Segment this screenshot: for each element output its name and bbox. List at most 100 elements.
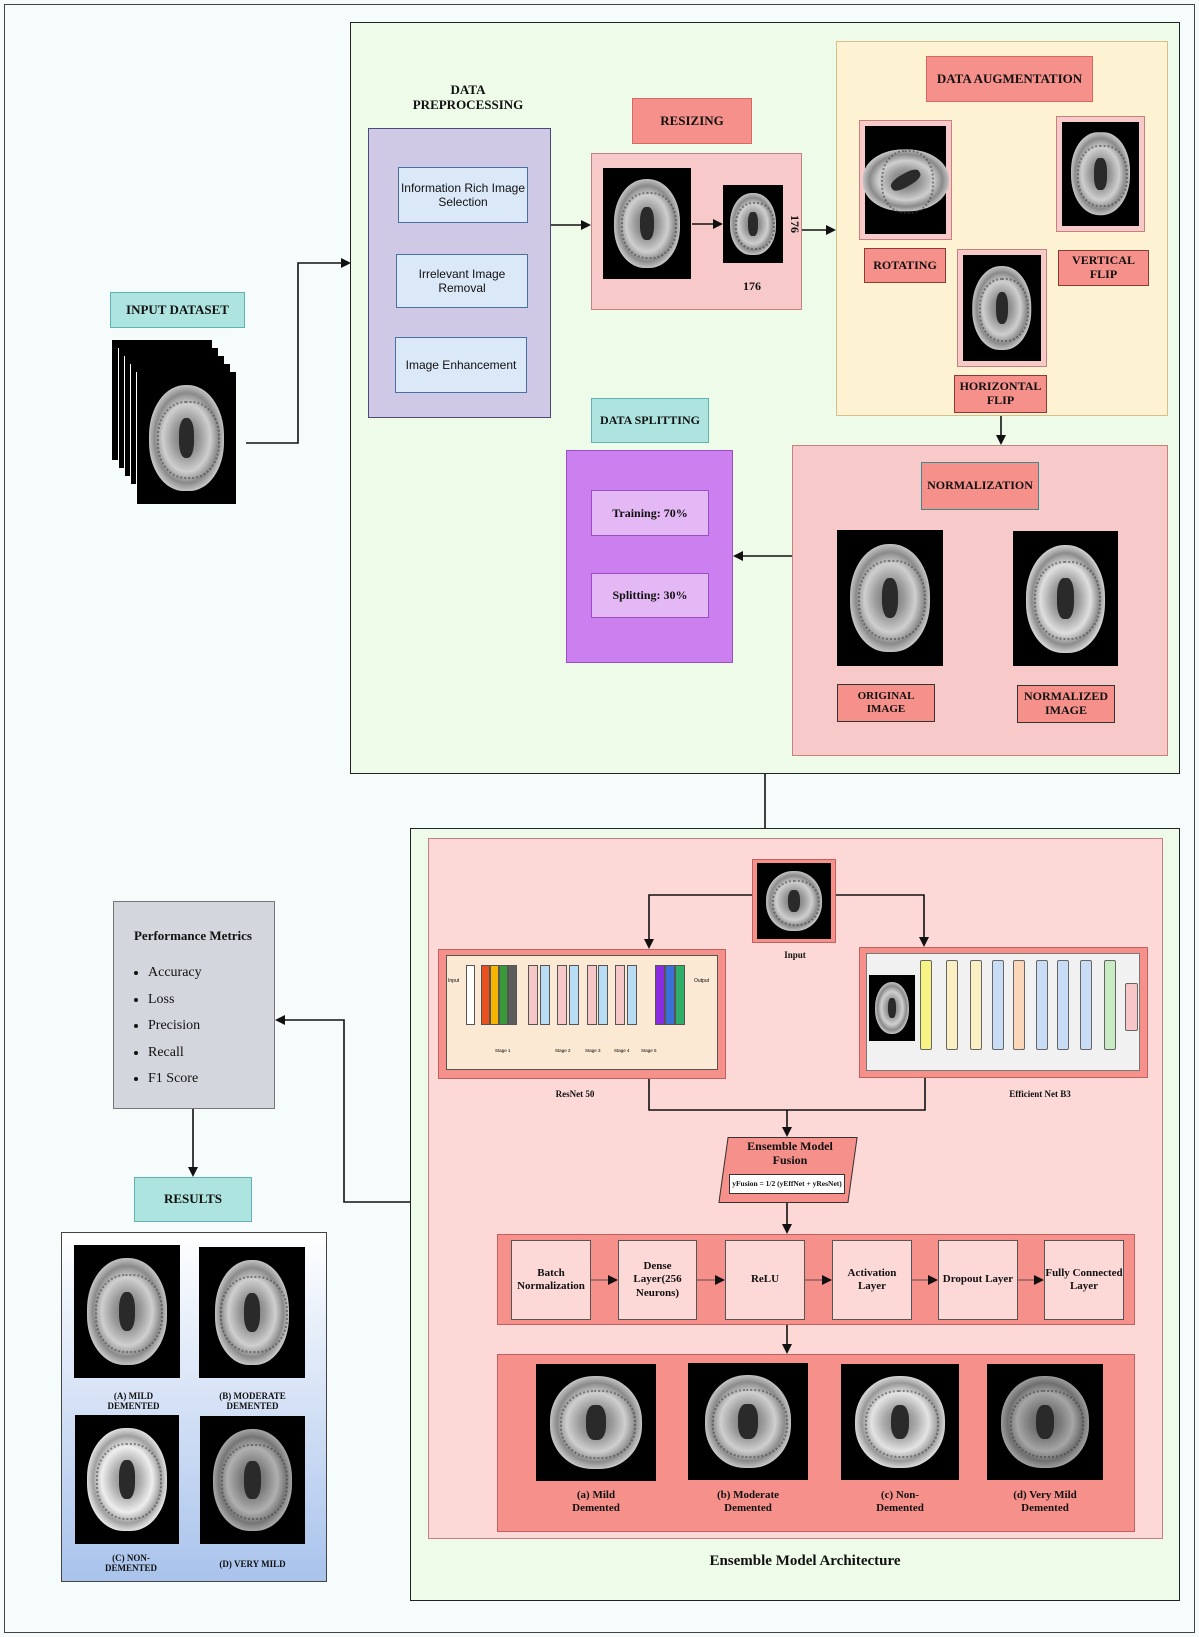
resnet-stage-label: Stage 5: [641, 1048, 657, 1053]
normalized-image-label: NORMALIZED IMAGE: [1017, 685, 1115, 723]
dense-layers-frame: [497, 1234, 1135, 1325]
rotating-label: ROTATING: [864, 248, 946, 283]
preprocessing-step: Information Rich Image Selection: [398, 167, 528, 223]
output-label-mild: (a) Mild Demented: [572, 1489, 620, 1514]
normalization-title: NORMALIZATION: [921, 462, 1039, 510]
resnet-block: [499, 965, 508, 1025]
metric-item: F1 Score: [148, 1066, 268, 1093]
effnet-block: [970, 960, 982, 1050]
splitting-title: DATA SPLITTING: [591, 398, 709, 443]
effnet-block: [1013, 960, 1025, 1050]
arrow-ensemble-to-metrics: [275, 1015, 410, 1203]
effnet-block: [1080, 960, 1092, 1050]
effnet-block: [1104, 960, 1116, 1050]
vertical-flip-image: [1062, 122, 1139, 226]
resnet-stage-label: Stage 1: [495, 1048, 511, 1053]
input-dataset-label: INPUT DATASET: [110, 292, 245, 328]
resnet-label: ResNet 50: [555, 1088, 595, 1099]
effnet-block: [1125, 983, 1138, 1031]
resnet-block: [569, 965, 579, 1025]
output-label-non: (c) Non-Demented: [876, 1489, 924, 1514]
resnet-block: [490, 965, 499, 1025]
layer-batch-norm: Batch Normalization: [511, 1240, 591, 1320]
metric-item: Loss: [148, 987, 268, 1014]
effnet-block: [1057, 960, 1069, 1050]
original-image: [837, 530, 943, 666]
resnet-block: [508, 965, 517, 1025]
horizontal-flip-label: HORIZONTAL FLIP: [954, 375, 1047, 413]
resnet-block: [528, 965, 538, 1025]
output-image-mild: [536, 1364, 656, 1481]
metrics-list: Accuracy Loss Precision Recall F1 Score: [128, 960, 268, 1093]
result-image-non: [75, 1415, 179, 1544]
resnet-block: [587, 965, 597, 1025]
resnet-output-label: Output: [694, 978, 710, 984]
output-image-very-mild: [987, 1364, 1103, 1480]
resnet-block: [466, 965, 475, 1025]
fusion-formula: yFusion = 1/2 (yEffNet + yResNet): [729, 1174, 845, 1194]
output-image-moderate: [688, 1363, 808, 1480]
results-title: RESULTS: [134, 1177, 252, 1222]
result-image-very-mild: [200, 1416, 305, 1544]
effnet-block: [1036, 960, 1048, 1050]
effnet-block: [946, 960, 958, 1050]
input-dataset-stack: [112, 340, 247, 510]
output-label-very-mild: (d) Very Mild Demented: [1013, 1489, 1077, 1514]
result-image-mild: [74, 1245, 180, 1378]
resnet-block: [481, 965, 490, 1025]
resnet-block: [665, 965, 675, 1025]
layer-fully-connected: Fully Connected Layer: [1044, 1240, 1124, 1320]
resnet-block: [540, 965, 550, 1025]
output-label-moderate: (b) Moderate Demented: [716, 1489, 779, 1514]
resnet-stage-label: Stage 2: [555, 1048, 571, 1053]
testing-split: Splitting: 30%: [591, 573, 709, 618]
layer-activation: Activation Layer: [832, 1240, 912, 1320]
layer-dropout: Dropout Layer: [938, 1240, 1018, 1320]
fusion-title: Ensemble Model Fusion: [747, 1139, 833, 1167]
ensemble-input-image: [757, 863, 831, 939]
result-image-moderate: [199, 1247, 305, 1378]
resizing-source-image: [603, 168, 691, 279]
metric-item: Accuracy: [148, 960, 268, 987]
arrow-input-to-resnet: [644, 894, 752, 949]
metrics-title: Performance Metrics: [133, 927, 252, 943]
training-split: Training: 70%: [591, 490, 709, 536]
vertical-flip-label: VERTICAL FLIP: [1058, 250, 1149, 286]
layer-dense: Dense Layer(256 Neurons): [618, 1240, 697, 1320]
outer-frame: [4, 4, 1195, 1633]
result-label-mild: (A) MILD DEMENTED: [107, 1390, 160, 1411]
resnet-stage-label: Stage 3: [585, 1048, 601, 1053]
preprocessing-step: Image Enhancement: [395, 337, 527, 393]
original-image-label: ORIGINAL IMAGE: [837, 684, 935, 722]
resnet-block: [615, 965, 625, 1025]
metric-item: Recall: [148, 1040, 268, 1067]
result-label-very-mild: (D) VERY MILD: [219, 1558, 286, 1569]
result-label-moderate: (B) MODERATE DEMENTED: [219, 1390, 286, 1411]
result-label-non: (C) NON-DEMENTED: [104, 1552, 157, 1573]
resnet-block: [627, 965, 637, 1025]
layer-relu: ReLU: [725, 1240, 805, 1320]
rotating-image: [862, 126, 949, 234]
resizing-title: RESIZING: [632, 98, 752, 144]
resnet-input-label: Input: [448, 978, 460, 984]
line-models-to-fusion: [648, 1078, 926, 1111]
resnet-block: [598, 965, 608, 1025]
effnet-label: Efficient Net B3: [1009, 1088, 1071, 1099]
resnet-block: [557, 965, 567, 1025]
effnet-block: [992, 960, 1004, 1050]
effnet-block: [920, 960, 932, 1050]
ensemble-caption: Ensemble Model Architecture: [709, 1553, 901, 1570]
preprocessing-step: Irrelevant Image Removal: [396, 254, 528, 308]
preprocessing-title: DATA PREPROCESSING: [412, 82, 524, 112]
horizontal-flip-image: [963, 255, 1041, 361]
metrics-box: [113, 901, 275, 1109]
augmentation-title: DATA AUGMENTATION: [926, 56, 1093, 102]
resizing-result-image: [723, 185, 783, 263]
ensemble-input-label: Input: [784, 949, 806, 960]
arrow-input-to-preprocessing: [246, 258, 351, 444]
resnet-block: [655, 965, 665, 1025]
resnet-block: [675, 965, 685, 1025]
effnet-input-image: [869, 975, 915, 1041]
arrow-input-to-effnet: [836, 894, 929, 947]
